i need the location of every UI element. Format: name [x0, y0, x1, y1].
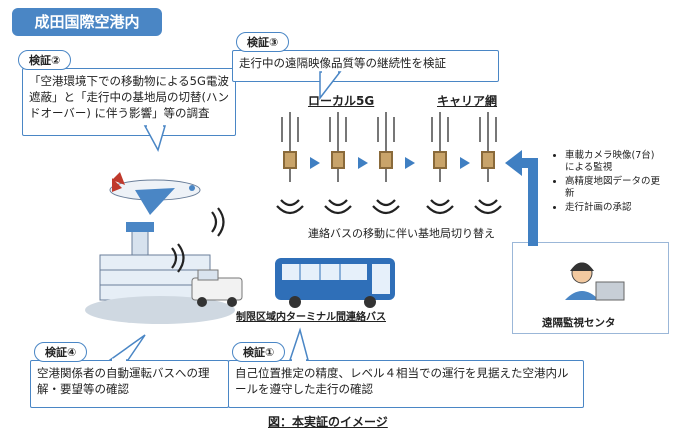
remote-monitoring-list: 車載カメラ映像(7台)による監視 高精度地図データの更新 走行計画の承認: [553, 150, 663, 216]
verification-4-callout: 空港関係者の自動運転バスへの理解・要望等の確認: [30, 360, 229, 408]
ground-vehicle-icon: [191, 269, 243, 307]
verification-1-tag: 検証①: [232, 342, 286, 362]
remote-link-arrow-icon: [505, 150, 538, 246]
verification-2-tag: 検証②: [18, 50, 72, 70]
verification-2-text: 「空港環境下での移動物による5G電波遮蔽」と「走行中の基地局の切替(ハンドオーバ…: [29, 74, 229, 120]
remote-item-3: 走行計画の承認: [565, 202, 663, 214]
callout-tail-1: [288, 327, 309, 361]
remote-center-label: 遠隔監視センタ: [542, 317, 616, 329]
remote-center-box: [512, 242, 669, 334]
callout-tail-4: [107, 334, 146, 361]
antenna-icon: [281, 112, 497, 182]
verification-3-tag: 検証③: [236, 32, 290, 52]
page-title: 成田国際空港内: [12, 8, 162, 36]
airplane-signal-icon: [211, 207, 225, 237]
signal-wave-icon: [276, 199, 502, 215]
verification-3-text: 走行中の遠隔映像品質等の継続性を検証: [239, 56, 446, 70]
airport-terminal-icon: [85, 222, 235, 324]
local5g-label: ローカル5G: [308, 94, 375, 108]
figure-caption: 図：本実証のイメージ: [268, 415, 388, 429]
verification-4-tag: 検証④: [34, 342, 88, 362]
verification-1-text: 自己位置推定の精度、レベル４相当での運行を見据えた空港内ルールを遵守した走行の確…: [235, 366, 569, 396]
carrier-label: キャリア網: [437, 94, 498, 108]
remote-item-1: 車載カメラ映像(7台)による監視: [565, 150, 663, 174]
verification-4-text: 空港関係者の自動運転バスへの理解・要望等の確認: [37, 366, 210, 396]
handover-arrow-icon: [310, 157, 470, 169]
airplane-icon: [109, 172, 201, 215]
terminal-signal-icon: [171, 243, 185, 273]
verification-2-callout: 「空港環境下での移動物による5G電波遮蔽」と「走行中の基地局の切替(ハンドオーバ…: [22, 68, 236, 136]
verification-1-callout: 自己位置推定の精度、レベル４相当での運行を見据えた空港内ルールを遵守した走行の確…: [228, 360, 584, 408]
bus-label: 制限区域内ターミナル間連絡バス: [236, 312, 386, 323]
remote-item-2: 高精度地図データの更新: [565, 176, 663, 200]
verification-3-callout: 走行中の遠隔映像品質等の継続性を検証: [232, 50, 499, 82]
handover-label: 連絡バスの移動に伴い基地局切り替え: [308, 227, 495, 240]
bus-icon: [275, 258, 395, 308]
